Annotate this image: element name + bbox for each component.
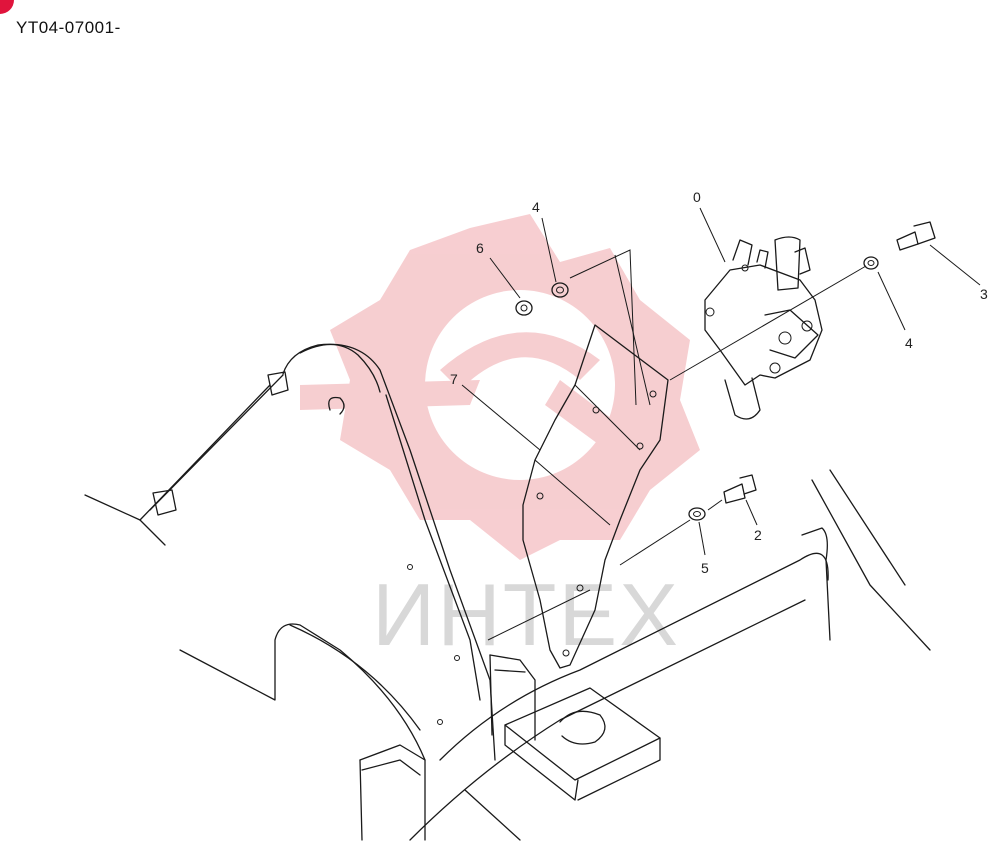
valve-assembly: [704, 236, 823, 420]
bolt-3-icon: [896, 221, 936, 251]
watermark-gear-icon: [300, 214, 700, 560]
bracket-part: [522, 324, 669, 669]
assembly-lines: [461, 207, 981, 641]
callout-2: 2: [754, 527, 762, 543]
callout-7: 7: [450, 371, 458, 387]
callout-0: 0: [693, 189, 701, 205]
bolt-2-icon: [723, 474, 757, 504]
callout-5: 5: [701, 560, 709, 576]
machine-frame: [84, 343, 931, 841]
washer-4-right-icon: [863, 256, 879, 270]
nut-6-icon: [515, 300, 533, 316]
callout-4-top: 4: [532, 199, 540, 215]
watermark-text: ИНТЕХ: [372, 565, 680, 664]
washer-5-icon: [688, 507, 706, 521]
callout-3: 3: [980, 286, 988, 302]
document-code: YT04-07001-: [16, 18, 121, 37]
callout-6: 6: [476, 240, 484, 256]
washer-4-top-icon: [551, 282, 569, 298]
callout-4-right: 4: [905, 335, 913, 351]
